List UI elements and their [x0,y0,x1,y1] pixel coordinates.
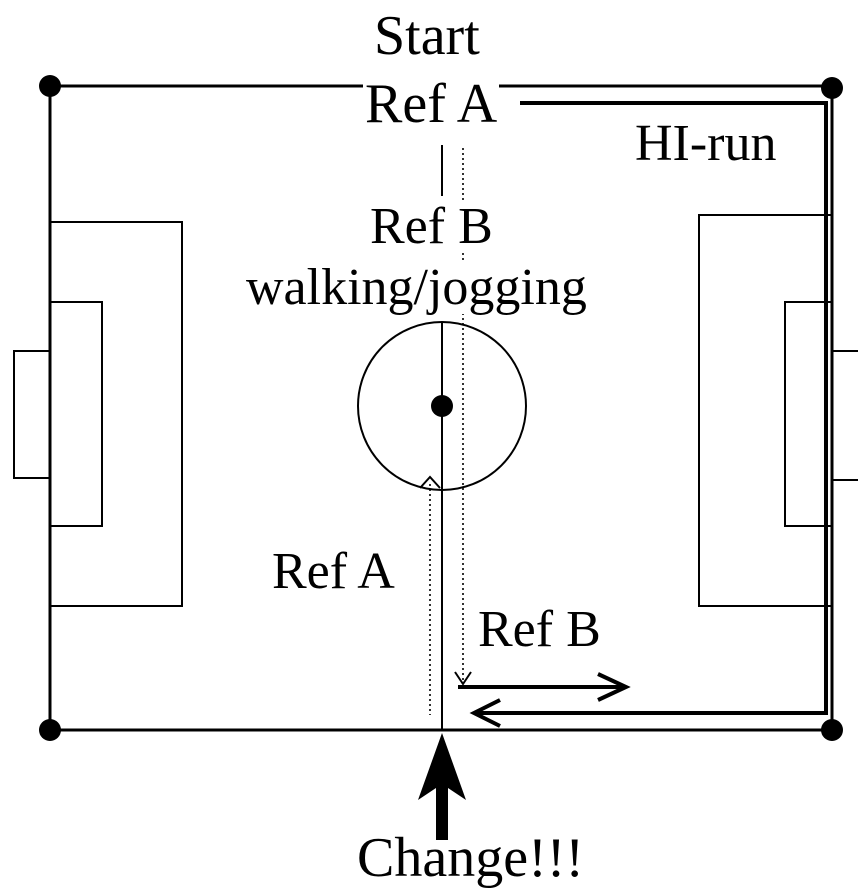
ref-a-start-label: Ref A [363,73,500,135]
ref-b-run-arrowhead [597,672,631,702]
right-penalty-area [698,214,833,607]
center-circle [357,321,527,491]
ref-b-start-label: Ref B [370,198,493,255]
left-penalty-area [49,221,183,607]
ref-a-hi-run-arrowhead [469,698,501,728]
start-label: Start [374,5,480,67]
change-arrow [418,733,466,840]
hi-run-label: HI-run [635,115,777,172]
ref-a-return-arrowhead [419,475,441,489]
walking-jogging-label: walking/jogging [246,259,587,316]
corner-dot-top-right [821,77,843,99]
corner-dot-bottom-left [39,719,61,741]
change-label: Change!!! [357,827,585,889]
ref-b-walking-arrowhead [454,671,472,686]
corner-dot-bottom-right [821,719,843,741]
left-goal-area [49,301,103,527]
corner-dot-top-left [39,75,61,97]
ref-a-hi-run-path [478,101,828,715]
left-goal [13,350,51,479]
center-spot [431,395,453,417]
right-goal-area [784,301,833,527]
ref-b-lower-label: Ref B [478,601,601,658]
ref-a-lower-label: Ref A [272,543,395,600]
